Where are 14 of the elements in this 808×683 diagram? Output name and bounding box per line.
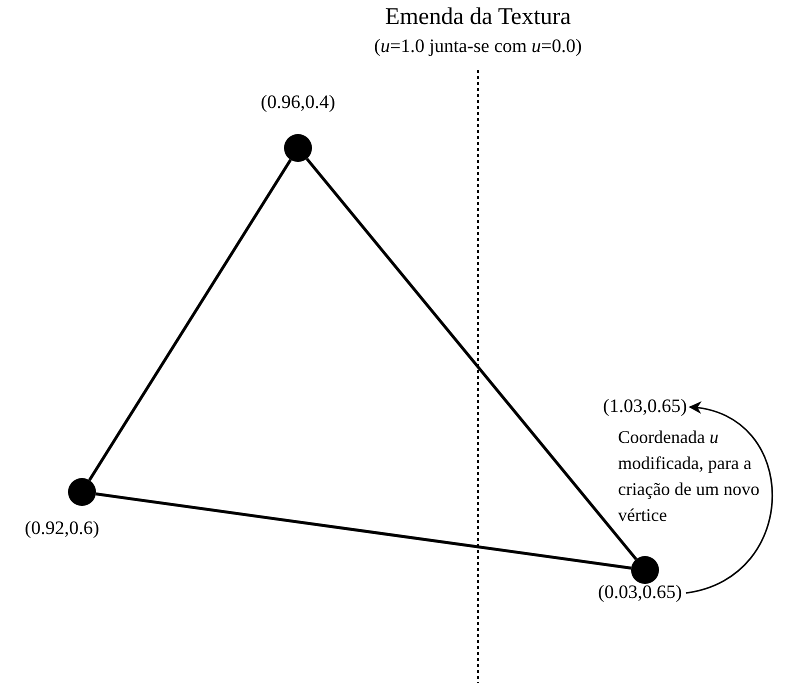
vertex-dot: [68, 478, 96, 506]
edge-label: Coordenada u modificada, para a criação de um novo vértice: [618, 426, 760, 527]
title: Emenda da Textura: [385, 4, 571, 31]
curved-arrow: [686, 402, 773, 594]
vertex-dot: [284, 134, 312, 162]
triangle-edge: [96, 492, 632, 570]
vertex-dot: [631, 556, 659, 584]
coordinate-label: (0.03,0.65): [598, 582, 682, 604]
coordinate-label: (0.96,0.4): [260, 92, 336, 114]
coordinate-label: (1.03,0.65): [603, 396, 687, 418]
seam-note: (u=1.0 junta-se com u=0.0): [374, 36, 582, 58]
triangle-edge: [306, 158, 638, 560]
triangle-edge: [88, 159, 292, 481]
coordinate-label: (0.92,0.6): [24, 518, 100, 540]
